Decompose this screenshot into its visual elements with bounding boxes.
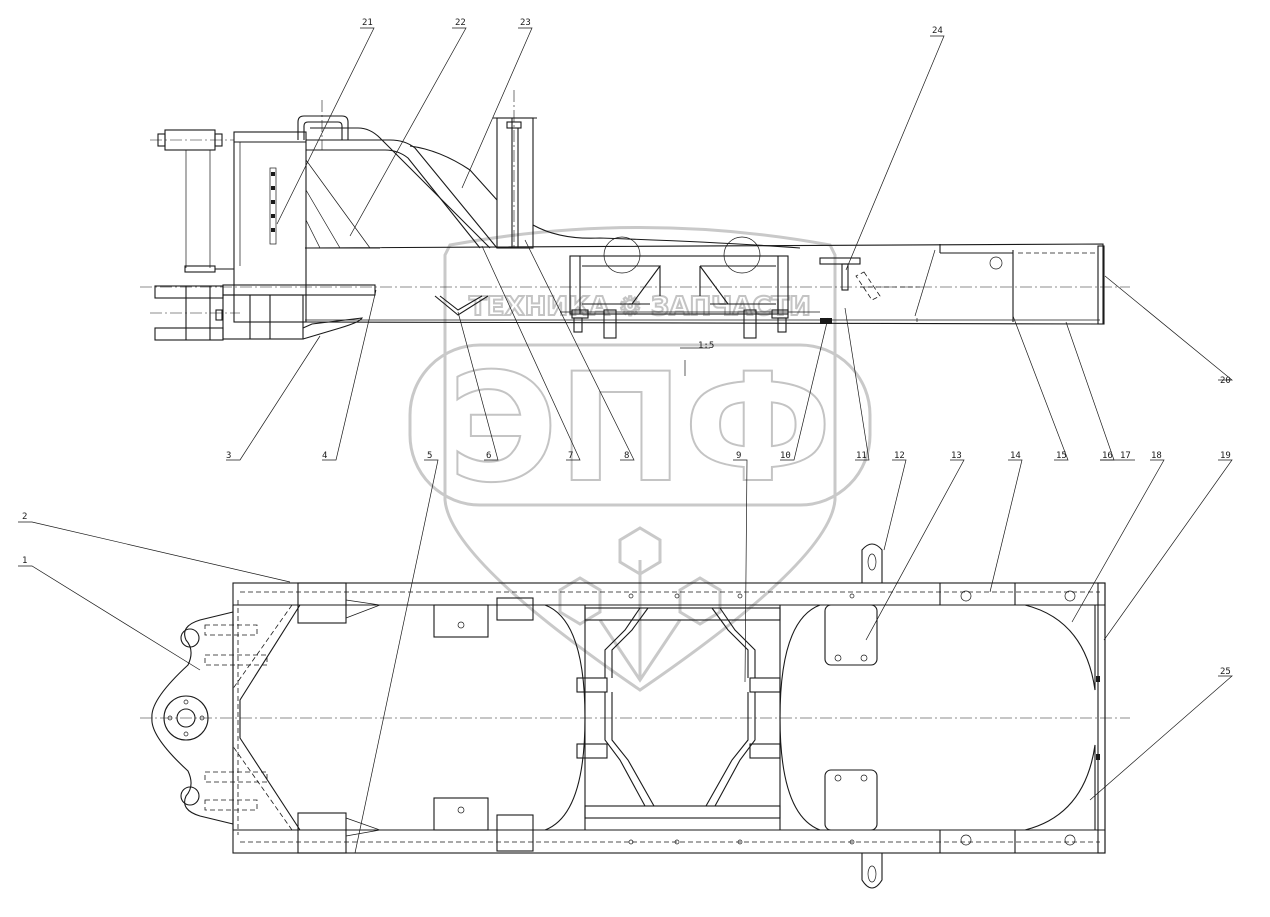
watermark-logo: ЭПФ bbox=[448, 342, 832, 516]
callout-18: 18 bbox=[1151, 451, 1162, 461]
callout-12: 12 bbox=[894, 451, 905, 461]
callout-2: 2 bbox=[22, 512, 27, 522]
callout-15: 15 bbox=[1056, 451, 1067, 461]
leader-lines bbox=[18, 27, 1233, 854]
callout-6: 6 bbox=[486, 451, 491, 461]
callout-4: 4 bbox=[322, 451, 327, 461]
callout-21: 21 bbox=[362, 18, 373, 28]
side-view bbox=[140, 90, 1130, 376]
callout-11: 11 bbox=[856, 451, 867, 461]
callout-16: 16 bbox=[1102, 451, 1113, 461]
callout-22: 22 bbox=[455, 18, 466, 28]
callout-9: 9 bbox=[736, 451, 741, 461]
callout-5: 5 bbox=[427, 451, 432, 461]
watermark-brand: ТЕХНИКА ⚙ ЗАПЧАСТИ bbox=[469, 292, 811, 322]
callout-7: 7 bbox=[568, 451, 573, 461]
callout-3: 3 bbox=[226, 451, 231, 461]
callout-24: 24 bbox=[932, 26, 943, 36]
callout-13: 13 bbox=[951, 451, 962, 461]
callout-labels: 3 4 5 6 7 8 9 10 11 12 13 14 15 16 17 18… bbox=[22, 18, 1231, 677]
watermark-wheat-icon bbox=[558, 526, 722, 683]
callout-1: 1 bbox=[22, 556, 27, 566]
callout-20: 20 bbox=[1220, 376, 1231, 386]
callout-23: 23 bbox=[520, 18, 531, 28]
callout-8: 8 bbox=[624, 451, 629, 461]
callout-17: 17 bbox=[1120, 451, 1131, 461]
watermark: ЭПФ ТЕХНИКА ⚙ ЗАПЧАСТИ bbox=[408, 226, 872, 692]
callout-25: 25 bbox=[1220, 667, 1231, 677]
callout-19: 19 bbox=[1220, 451, 1231, 461]
callout-14: 14 bbox=[1010, 451, 1021, 461]
rail-bolts bbox=[628, 593, 855, 845]
callout-10: 10 bbox=[780, 451, 791, 461]
plan-view bbox=[140, 543, 1130, 889]
scale-note: 1:5 bbox=[698, 341, 714, 351]
